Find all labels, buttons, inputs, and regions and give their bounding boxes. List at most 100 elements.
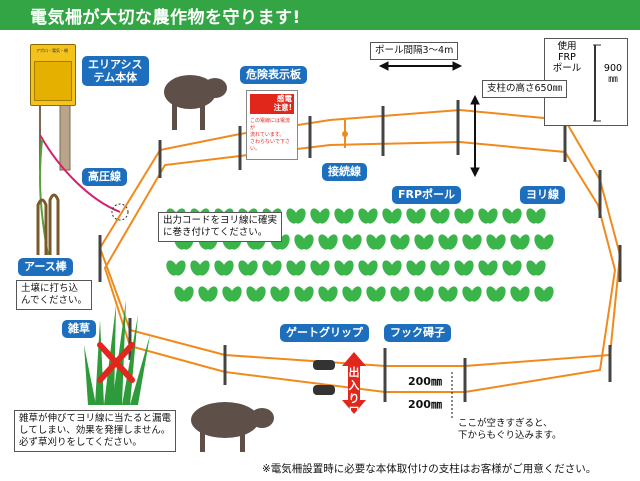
crop-plant: [502, 208, 522, 224]
warning-sign-image: 感電 注意! この電線には電流が 流れています。 さわらないで下さい。: [246, 90, 298, 160]
crop-plant: [166, 260, 186, 276]
crop-plant: [358, 260, 378, 276]
warning-sign-head: 感電 注意!: [250, 94, 294, 114]
dim-wire-height-bottom: 200㎜: [408, 398, 442, 411]
crop-plant: [294, 286, 314, 302]
crop-plant: [526, 260, 546, 276]
crop-plant: [222, 286, 242, 302]
label-strand: ヨリ線: [520, 186, 565, 204]
crop-plant: [310, 208, 330, 224]
crop-plant: [334, 208, 354, 224]
crop-plant: [534, 234, 554, 250]
label-exit: 出 入 り 口: [348, 366, 360, 418]
crop-plant: [478, 208, 498, 224]
output-cord: [39, 134, 121, 213]
crop-plant: [502, 260, 522, 276]
crop-plant: [406, 208, 426, 224]
crop-plant: [286, 208, 306, 224]
note-earth-rod: 土壌に打ち込 んでください。: [16, 280, 93, 310]
crop-plant: [174, 286, 194, 302]
crop-plant: [438, 234, 458, 250]
label-gate-grip: ゲートグリップ: [280, 324, 369, 342]
crop-plant: [414, 286, 434, 302]
connector-knot: [342, 131, 348, 137]
crop-plant: [462, 286, 482, 302]
crop-plant: [334, 260, 354, 276]
crop-plant: [406, 260, 426, 276]
header-bar: 電気柵が大切な農作物を守ります!: [0, 0, 640, 30]
cross-mark: [97, 342, 135, 383]
pole-spec-drawing: [593, 44, 601, 122]
pole-spec-box: 使用 FRP ポール 900 ㎜: [544, 38, 628, 126]
note-gap: ここが空きすぎると、 下からもぐり込みます。: [458, 418, 562, 441]
label-energizer: エリアシス テム本体: [82, 56, 149, 86]
crop-plant: [534, 286, 554, 302]
crop-plant: [342, 286, 362, 302]
dim-post-height: 支柱の高さ650㎜: [482, 80, 568, 98]
label-earth-rod: アース棒: [18, 258, 73, 276]
crop-plant: [462, 234, 482, 250]
crop-plant: [310, 260, 330, 276]
crop-plant: [430, 260, 450, 276]
pole-spec-height: 900 ㎜: [603, 63, 623, 85]
crop-plant: [414, 234, 434, 250]
crop-plant: [318, 234, 338, 250]
crop-plant: [246, 286, 266, 302]
earth-rods: [36, 193, 60, 255]
crop-plant: [294, 234, 314, 250]
crop-plant: [526, 208, 546, 224]
exit-arrow: [342, 352, 366, 414]
crop-plant: [342, 234, 362, 250]
post-height-dimension: [470, 94, 480, 178]
crop-plant: [390, 286, 410, 302]
crop-plant: [382, 208, 402, 224]
dim-wire-height-top: 200㎜: [408, 375, 442, 388]
crop-plant: [190, 260, 210, 276]
footnote: ※電気柵設置時に必要な本体取付けの支柱はお客様がご用意ください。: [262, 463, 597, 475]
energizer-post: [59, 99, 71, 171]
crop-plant: [358, 208, 378, 224]
label-high-voltage: 高圧線: [82, 168, 127, 186]
crop-plant: [366, 286, 386, 302]
crop-plant: [454, 208, 474, 224]
dim-pole-spacing: ポール間隔3～4m: [370, 42, 459, 60]
wild-boar-bottom: [191, 402, 274, 452]
crop-plant: [198, 286, 218, 302]
crop-plant: [510, 286, 530, 302]
label-hook-insulator: フック碍子: [384, 324, 451, 342]
label-connector: 接続線: [322, 163, 367, 181]
crop-plant: [486, 234, 506, 250]
crop-plant: [438, 286, 458, 302]
crop-plant: [510, 234, 530, 250]
gate-grips: [313, 360, 335, 395]
crop-plant: [478, 260, 498, 276]
crop-plant: [382, 260, 402, 276]
warning-sign-body: この電線には電流が 流れています。 さわらないで下さい。: [250, 118, 291, 152]
crop-plant: [366, 234, 386, 250]
crop-plant: [318, 286, 338, 302]
pole-spec-label: 使用 FRP ポール: [552, 41, 582, 74]
energizer-panel: [34, 61, 72, 101]
crop-plant: [454, 260, 474, 276]
crop-plant: [214, 260, 234, 276]
frp-poles: [98, 100, 622, 402]
connection-point: [111, 203, 129, 221]
label-weeds: 雑草: [62, 320, 96, 338]
energizer-brand: アポロ・電気・柵: [36, 48, 68, 53]
label-warning-sign: 危険表示板: [240, 66, 307, 84]
note-weeds: 雑草が伸びてヨリ線に当たると漏電 してしまい、効果を発揮しません。 必ず草刈りを…: [14, 410, 177, 452]
crop-plant: [430, 208, 450, 224]
crop-plant: [270, 286, 290, 302]
crop-plant: [238, 260, 258, 276]
page-title: 電気柵が大切な農作物を守ります!: [30, 8, 301, 28]
energizer-unit: アポロ・電気・柵: [30, 44, 76, 106]
weeds: [84, 300, 150, 405]
note-output-cord: 出力コードをヨリ線に確実 に巻き付けてください。: [158, 212, 283, 242]
crop-plant: [390, 234, 410, 250]
crop-plant: [486, 286, 506, 302]
label-frp-pole: FRPポール: [392, 186, 462, 204]
crop-plant: [262, 260, 282, 276]
crop-plant: [286, 260, 306, 276]
wild-boar-top: [164, 75, 227, 130]
